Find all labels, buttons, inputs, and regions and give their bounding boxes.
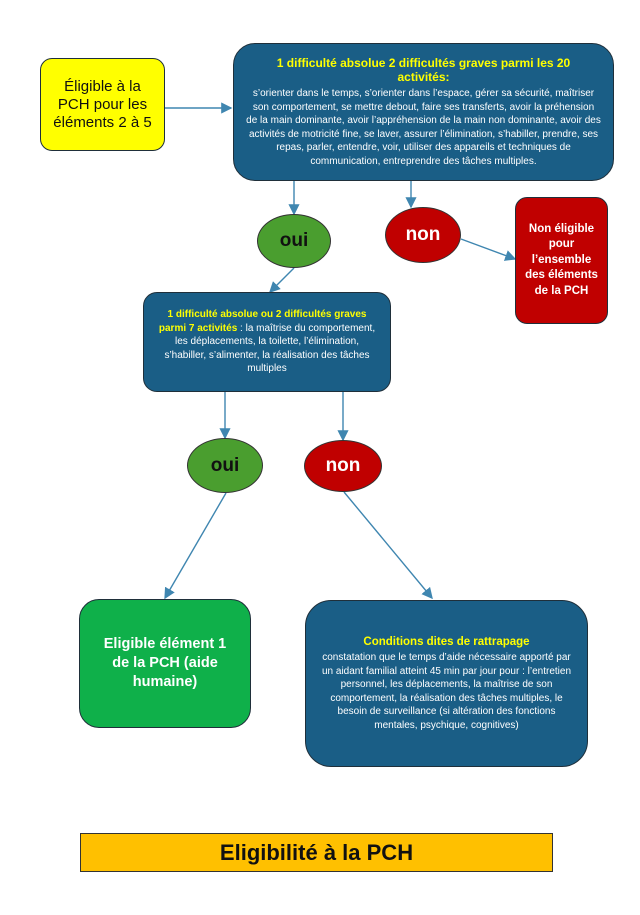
- oui-label-2: oui: [210, 454, 240, 476]
- not-eligible-text: Non éligible pour l’ensemble des élément…: [525, 222, 598, 297]
- non-label-2: non: [325, 455, 361, 476]
- not-eligible-box: Non éligible pour l’ensemble des élément…: [515, 197, 608, 324]
- twenty-activities-box: 1 difficulté absolue 2 difficultés grave…: [233, 43, 614, 181]
- oui-oval-2: oui: [187, 438, 263, 493]
- non-oval-1: non: [385, 207, 461, 263]
- arrow-oui2-to-eligible1: [164, 492, 227, 600]
- eligible-element-1-text: Eligible élément 1 de la PCH (aide humai…: [103, 636, 227, 690]
- non-label-1: non: [405, 224, 441, 245]
- page-title-banner: Eligibilité à la PCH: [80, 833, 553, 872]
- seven-activities-box: 1 difficulté absolue ou 2 difficultés gr…: [143, 292, 391, 392]
- rattrapage-body: constatation que le temps d’aide nécessa…: [321, 652, 572, 731]
- oui-oval-1: oui: [257, 214, 331, 268]
- seven-activities-text: 1 difficulté absolue ou 2 difficultés gr…: [154, 308, 380, 376]
- arrow-oui1-to-middle: [269, 267, 295, 293]
- rattrapage-box: Conditions dites de rattrapage constatat…: [305, 600, 588, 767]
- non-oval-2: non: [304, 440, 382, 492]
- eligible-elements-2-5-box: Éligible à la PCH pour les éléments 2 à …: [40, 58, 165, 151]
- rattrapage-heading: Conditions dites de rattrapage: [363, 636, 530, 648]
- twenty-activities-heading: 1 difficulté absolue 2 difficultés grave…: [276, 56, 571, 84]
- eligible-element-1-box: Eligible élément 1 de la PCH (aide humai…: [79, 599, 251, 728]
- oui-label-1: oui: [279, 230, 309, 251]
- arrow-non2-to-rattrapage: [343, 491, 433, 600]
- eligible-elements-2-5-text: Éligible à la PCH pour les éléments 2 à …: [53, 77, 152, 131]
- page-title: Eligibilité à la PCH: [219, 839, 414, 865]
- seven-activities-heading: 1 difficulté absolue ou 2 difficultés gr…: [158, 309, 367, 334]
- seven-activities-body: : la maîtrise du comportement, les dépla…: [164, 322, 376, 375]
- arrow-non1-to-noneligible: [460, 238, 517, 261]
- twenty-activities-body: s’orienter dans le temps, s’orienter dan…: [246, 88, 601, 167]
